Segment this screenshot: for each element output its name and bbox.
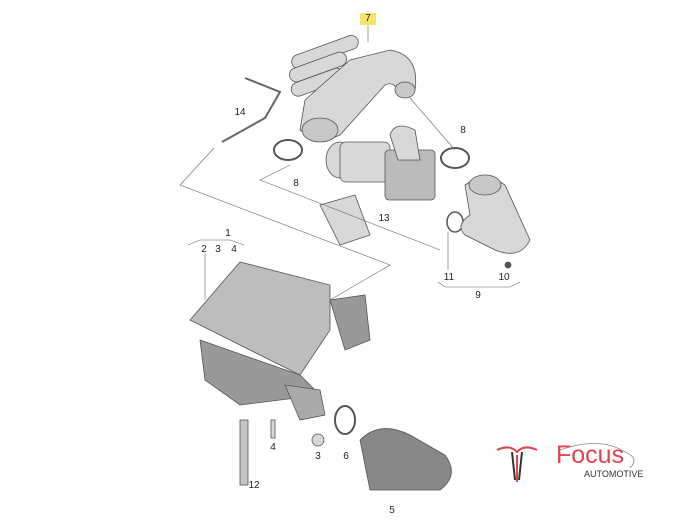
callout-4[interactable]: 4 [231,244,237,255]
callout-6[interactable]: 6 [343,451,349,462]
callout-13[interactable]: 13 [378,213,390,224]
elbow-part-9 [460,174,531,254]
callout-9[interactable]: 9 [475,290,481,301]
callout-8[interactable]: 8 [460,125,466,136]
callout-12[interactable]: 12 [248,480,260,491]
callout-7[interactable]: 7 [360,13,376,25]
turbocharger-part-13 [319,125,436,246]
callout-2[interactable]: 2 [201,244,207,255]
intake-pipe-part-7 [288,35,417,143]
callout-8[interactable]: 8 [293,178,299,189]
callout-3[interactable]: 3 [315,451,321,462]
callout-1[interactable]: 1 [225,228,231,239]
callout-3[interactable]: 3 [215,244,221,255]
logo-name: Focus [556,441,625,469]
callout-10[interactable]: 10 [498,272,510,283]
callout-5[interactable]: 5 [389,505,395,516]
callout-11[interactable]: 11 [443,272,455,283]
callout-14[interactable]: 14 [234,107,246,118]
logo-subtitle: AUTOMOTIVE [584,469,644,479]
air-filter-housing-part-1 [189,261,371,421]
callout-4[interactable]: 4 [270,442,276,453]
